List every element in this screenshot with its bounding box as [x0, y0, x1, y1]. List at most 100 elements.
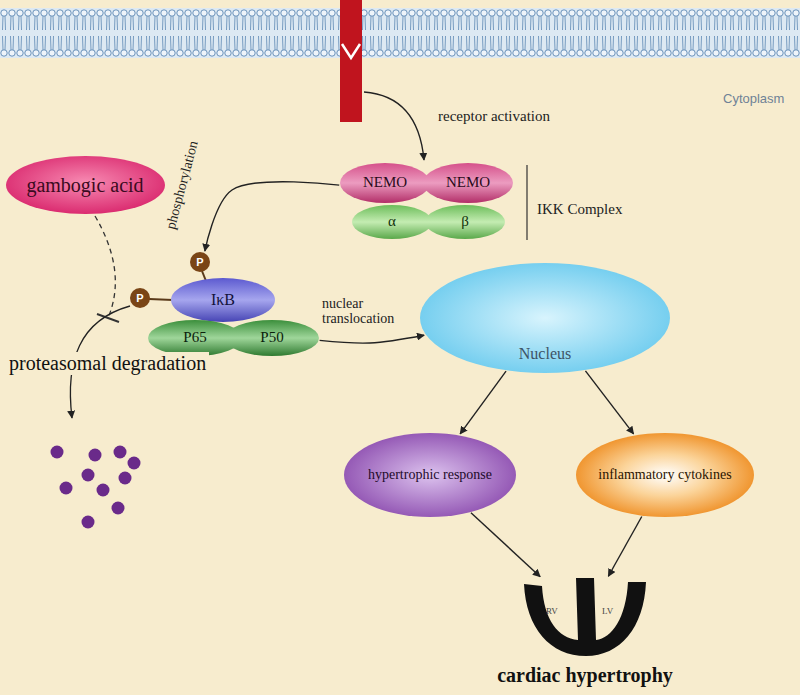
node-fill: [344, 433, 516, 517]
phosphate-bond: [202, 271, 206, 281]
fragment-dot: [114, 446, 127, 459]
dna-rung: [611, 279, 612, 290]
dna-rung: [593, 279, 594, 290]
node-outline: [148, 320, 242, 356]
arrow-connector: [205, 182, 339, 251]
dna-rung: [617, 276, 618, 292]
node-outline: [425, 205, 505, 239]
node-fill: [576, 433, 754, 517]
node-fill: [6, 156, 165, 214]
node-outline: [6, 156, 165, 214]
dna-rung: [575, 276, 576, 293]
node-outline: [225, 320, 319, 356]
dna-rung: [545, 277, 546, 291]
activation-arrow: [364, 92, 424, 160]
node-label: α: [388, 213, 396, 230]
inhibition-line: [95, 216, 115, 318]
degradation-arrow: [70, 306, 130, 418]
node-fill: [425, 205, 505, 239]
nemo-ellipse: NEMO: [423, 163, 513, 203]
dna-rung: [491, 275, 492, 293]
dna-strand: [470, 275, 620, 293]
arrow-connector: [320, 335, 425, 343]
dna-rung: [605, 282, 606, 286]
figure-caption: cardiac hypertrophy: [497, 664, 673, 687]
node-label: P: [196, 256, 203, 269]
node-fill: [423, 163, 513, 203]
ikk-bracket: [526, 165, 527, 240]
node-outline: [340, 163, 430, 203]
degraded-fragments: [51, 446, 141, 529]
dna-rung: [581, 275, 582, 293]
fragment-dot: [112, 502, 125, 515]
node-label: P: [136, 292, 143, 305]
dna-strand: [470, 275, 620, 293]
node-label: NEMO: [363, 174, 407, 191]
fragment-dot: [89, 449, 102, 462]
node-outline: [423, 163, 513, 203]
node-outline: [130, 288, 150, 308]
fragment-dot: [60, 482, 73, 495]
cytokine-ellipse: inflammatory cytokines: [576, 433, 754, 517]
node-label: NEMO: [446, 174, 490, 191]
node-label: gambogic acid: [26, 174, 143, 197]
phosphate-circle: P: [190, 252, 210, 272]
process-label: proteasomal degradation: [6, 352, 209, 375]
edge-label: phosphorylation: [163, 139, 201, 231]
fragment-dot: [51, 446, 64, 459]
arrow-connector: [471, 513, 540, 577]
node-fill: [225, 320, 319, 356]
node-fill: [130, 288, 150, 308]
node-outline: [171, 278, 275, 322]
dna-rung: [569, 278, 570, 291]
lipid-bilayer: [0, 8, 800, 58]
dna-rung: [479, 279, 480, 290]
heart-figure: RVLVcardiac hypertrophy: [520, 578, 650, 658]
chamber-label: RV: [546, 606, 558, 616]
ikb-ellipse: IκB: [171, 278, 275, 322]
node-label: inflammatory cytokines: [598, 467, 731, 483]
node-outline: [190, 252, 210, 272]
dna-helix: [470, 275, 620, 293]
node-label: β: [461, 213, 469, 230]
node-label: P50: [260, 329, 283, 346]
node-fill: [352, 205, 432, 239]
dna-rung: [563, 281, 564, 287]
dna-rung: [521, 280, 522, 289]
node-fill: [420, 263, 670, 373]
dna-rung: [551, 280, 552, 289]
group-label: IKK Complex: [537, 201, 622, 218]
fragment-dot: [97, 484, 110, 497]
region-label: Cytoplasm: [723, 92, 784, 107]
dna-rung: [587, 276, 588, 292]
node-outline: [576, 433, 754, 517]
nemo-ellipse: NEMO: [340, 163, 430, 203]
p50-ellipse: P50: [225, 320, 319, 356]
nucleus-ellipse: Nucleus: [420, 263, 670, 373]
chamber-label: LV: [602, 606, 613, 616]
dna-rung: [599, 282, 600, 286]
dna-rung: [539, 275, 540, 293]
node-label: hypertrophic response: [368, 467, 492, 483]
dna-rung: [473, 282, 474, 286]
process-label: receptor activation: [438, 108, 550, 125]
node-fill: [340, 163, 430, 203]
phosphate-circle: P: [130, 288, 150, 308]
response-ellipse: hypertrophic response: [344, 433, 516, 517]
arrow-connector: [585, 371, 633, 434]
arrow-connector: [460, 371, 506, 434]
dna-rung: [557, 283, 558, 284]
ikk-subunit: α: [352, 205, 432, 239]
heart-wall: [524, 578, 646, 656]
edge-label: nuclear translocation: [322, 296, 417, 327]
drug-ellipse: gambogic acid: [6, 156, 165, 214]
node-outline: [352, 205, 432, 239]
node-label: Nucleus: [519, 345, 571, 363]
dna-rung: [515, 283, 516, 284]
node-label: IκB: [211, 291, 235, 309]
fragment-dot: [82, 469, 95, 482]
dna-rung: [485, 276, 486, 292]
